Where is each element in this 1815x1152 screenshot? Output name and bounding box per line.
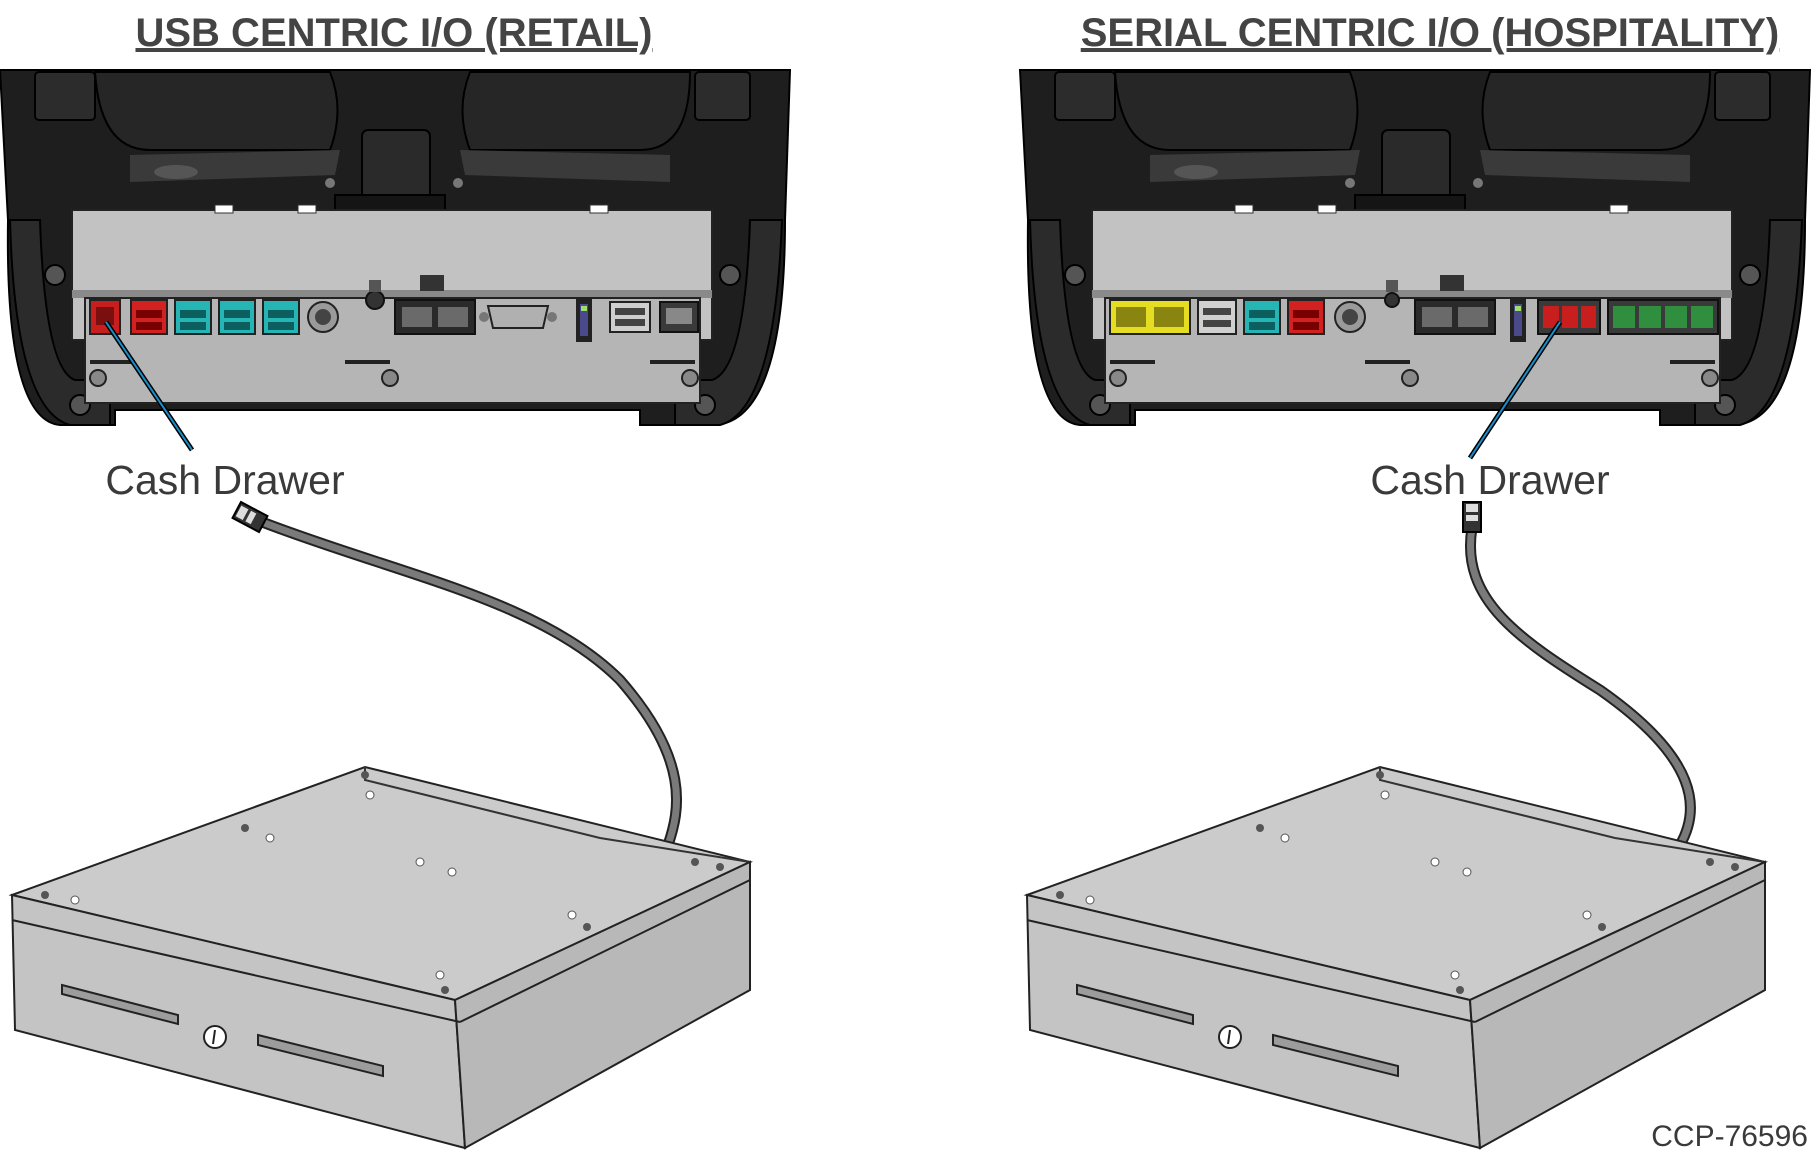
db9-serial-port — [479, 305, 557, 329]
power-jack — [1384, 280, 1400, 308]
powered-usb-port — [1243, 299, 1281, 335]
powered-usb-port-3 — [262, 299, 300, 335]
usb-cash-drawer-leader — [103, 320, 195, 452]
usb-cash-drawer-label: Cash Drawer — [105, 457, 344, 503]
serial-terminal-rear — [1018, 69, 1812, 426]
ethernet-port-quad-green — [1607, 299, 1719, 335]
usb-port-pair — [1197, 299, 1237, 335]
ps2-port — [307, 301, 339, 333]
dual-ethernet-port — [394, 299, 476, 335]
usb-port-pair — [609, 301, 651, 333]
cash-drawer-port — [89, 299, 121, 335]
powered-usb-port-2 — [218, 299, 256, 335]
usb-centric-title: USB CENTRIC I/O (RETAIL) — [135, 11, 652, 55]
figure-id: CCP-76596 — [1651, 1120, 1808, 1152]
ethernet-port — [659, 301, 699, 333]
serial-centric-title: SERIAL CENTRIC I/O (HOSPITALITY) — [1081, 11, 1780, 55]
power-jack — [365, 280, 385, 310]
dual-ethernet-port — [1414, 299, 1496, 335]
powered-port-red — [130, 299, 168, 335]
serial-cash-drawer-label: Cash Drawer — [1370, 457, 1609, 503]
serial-port-pair-yellow — [1109, 299, 1191, 335]
serial-centric-panel: SERIAL CENTRIC I/O (HOSPITALITY) — [1018, 11, 1812, 1150]
serial-cash-drawer — [1023, 765, 1768, 1150]
usb-centric-panel: USB CENTRIC I/O (RETAIL) — [0, 11, 792, 1150]
vertical-slot-port — [1510, 298, 1526, 342]
powered-usb-port-1 — [174, 299, 212, 335]
usb-rj12-connector — [231, 500, 269, 534]
ps2-port — [1334, 301, 1366, 333]
serial-cash-drawer-leader — [1467, 320, 1563, 460]
powered-port-red — [1287, 299, 1325, 335]
usb-cash-drawer — [8, 765, 753, 1150]
serial-rj12-connector — [1462, 501, 1482, 533]
cash-drawer-port — [1537, 299, 1601, 335]
usb-terminal-rear — [0, 69, 792, 426]
vertical-slot-port — [576, 298, 592, 342]
